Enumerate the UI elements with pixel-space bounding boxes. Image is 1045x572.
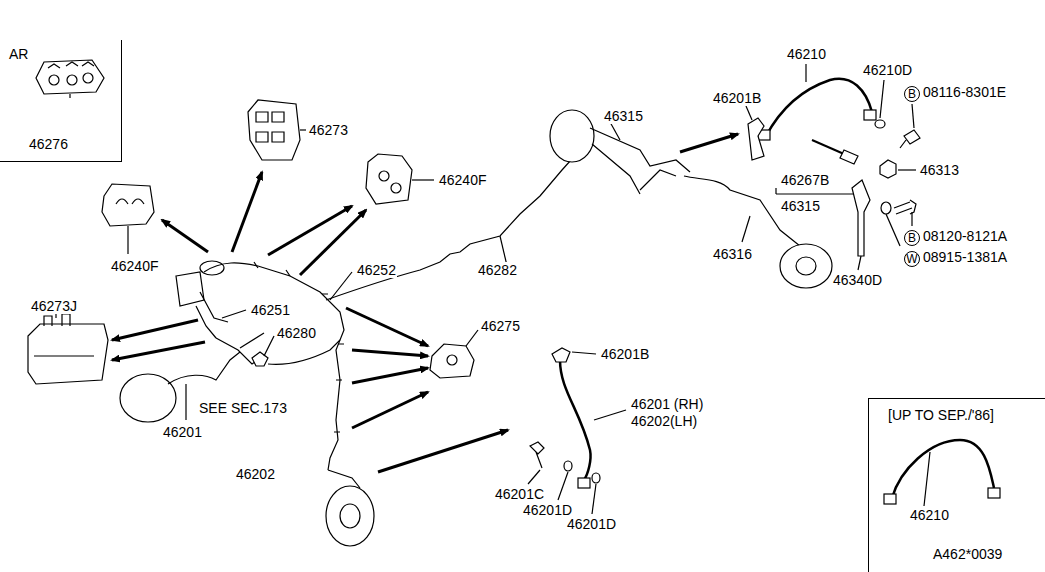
callout-number: SEE SEC.173 <box>198 400 288 416</box>
callout-number: 08915-1381A <box>922 249 1008 265</box>
callout-number: 46340D <box>832 272 883 288</box>
callout-number: 46201B <box>712 90 762 106</box>
callout-number: 46316 <box>712 246 753 262</box>
circled-letter: B <box>904 86 920 102</box>
part-number: 46276 <box>28 136 69 152</box>
callout-number: 46201 <box>162 424 203 440</box>
callout-number: A462*0039 <box>932 546 1003 562</box>
callout-number: 46315 <box>603 108 644 124</box>
callout-number: 46201B <box>600 346 650 362</box>
callout-number: 46313 <box>919 162 960 178</box>
callout-number: 46252 <box>356 262 397 278</box>
callout-number: 08120-8121A <box>922 228 1008 244</box>
callout-number: 46240F <box>110 258 159 274</box>
callout-number: 46201D <box>566 516 617 532</box>
callout-number: 46251 <box>250 302 291 318</box>
callout-number: 46315 <box>780 198 821 214</box>
callout-number: 46202 <box>235 466 276 482</box>
callout-number: 46201 (RH) <box>630 396 704 412</box>
callout-number: 46280 <box>276 325 317 341</box>
callout-number: 46201C <box>494 486 545 502</box>
circled-letter: W <box>904 251 920 267</box>
callout-number: 46273 <box>308 122 349 138</box>
circled-letter: B <box>904 230 920 246</box>
callout-number: 46282 <box>477 262 518 278</box>
panel-heading: [UP TO SEP./'86] <box>887 407 995 423</box>
callout-number: 46267B <box>780 172 830 188</box>
callout-number: 46210D <box>862 62 913 78</box>
callout-number: 46210 <box>786 46 827 62</box>
callout-number: 46275 <box>480 318 521 334</box>
callout-number: 46273J <box>30 298 78 314</box>
callout-number: 46240F <box>438 172 487 188</box>
part-number: 46210 <box>909 507 950 523</box>
callout-number: 08116-8301E <box>922 84 1007 100</box>
panel-heading: AR <box>8 46 29 62</box>
callout-number: 46202(LH) <box>630 413 698 429</box>
inset-panel: AR 46276 <box>0 40 122 162</box>
